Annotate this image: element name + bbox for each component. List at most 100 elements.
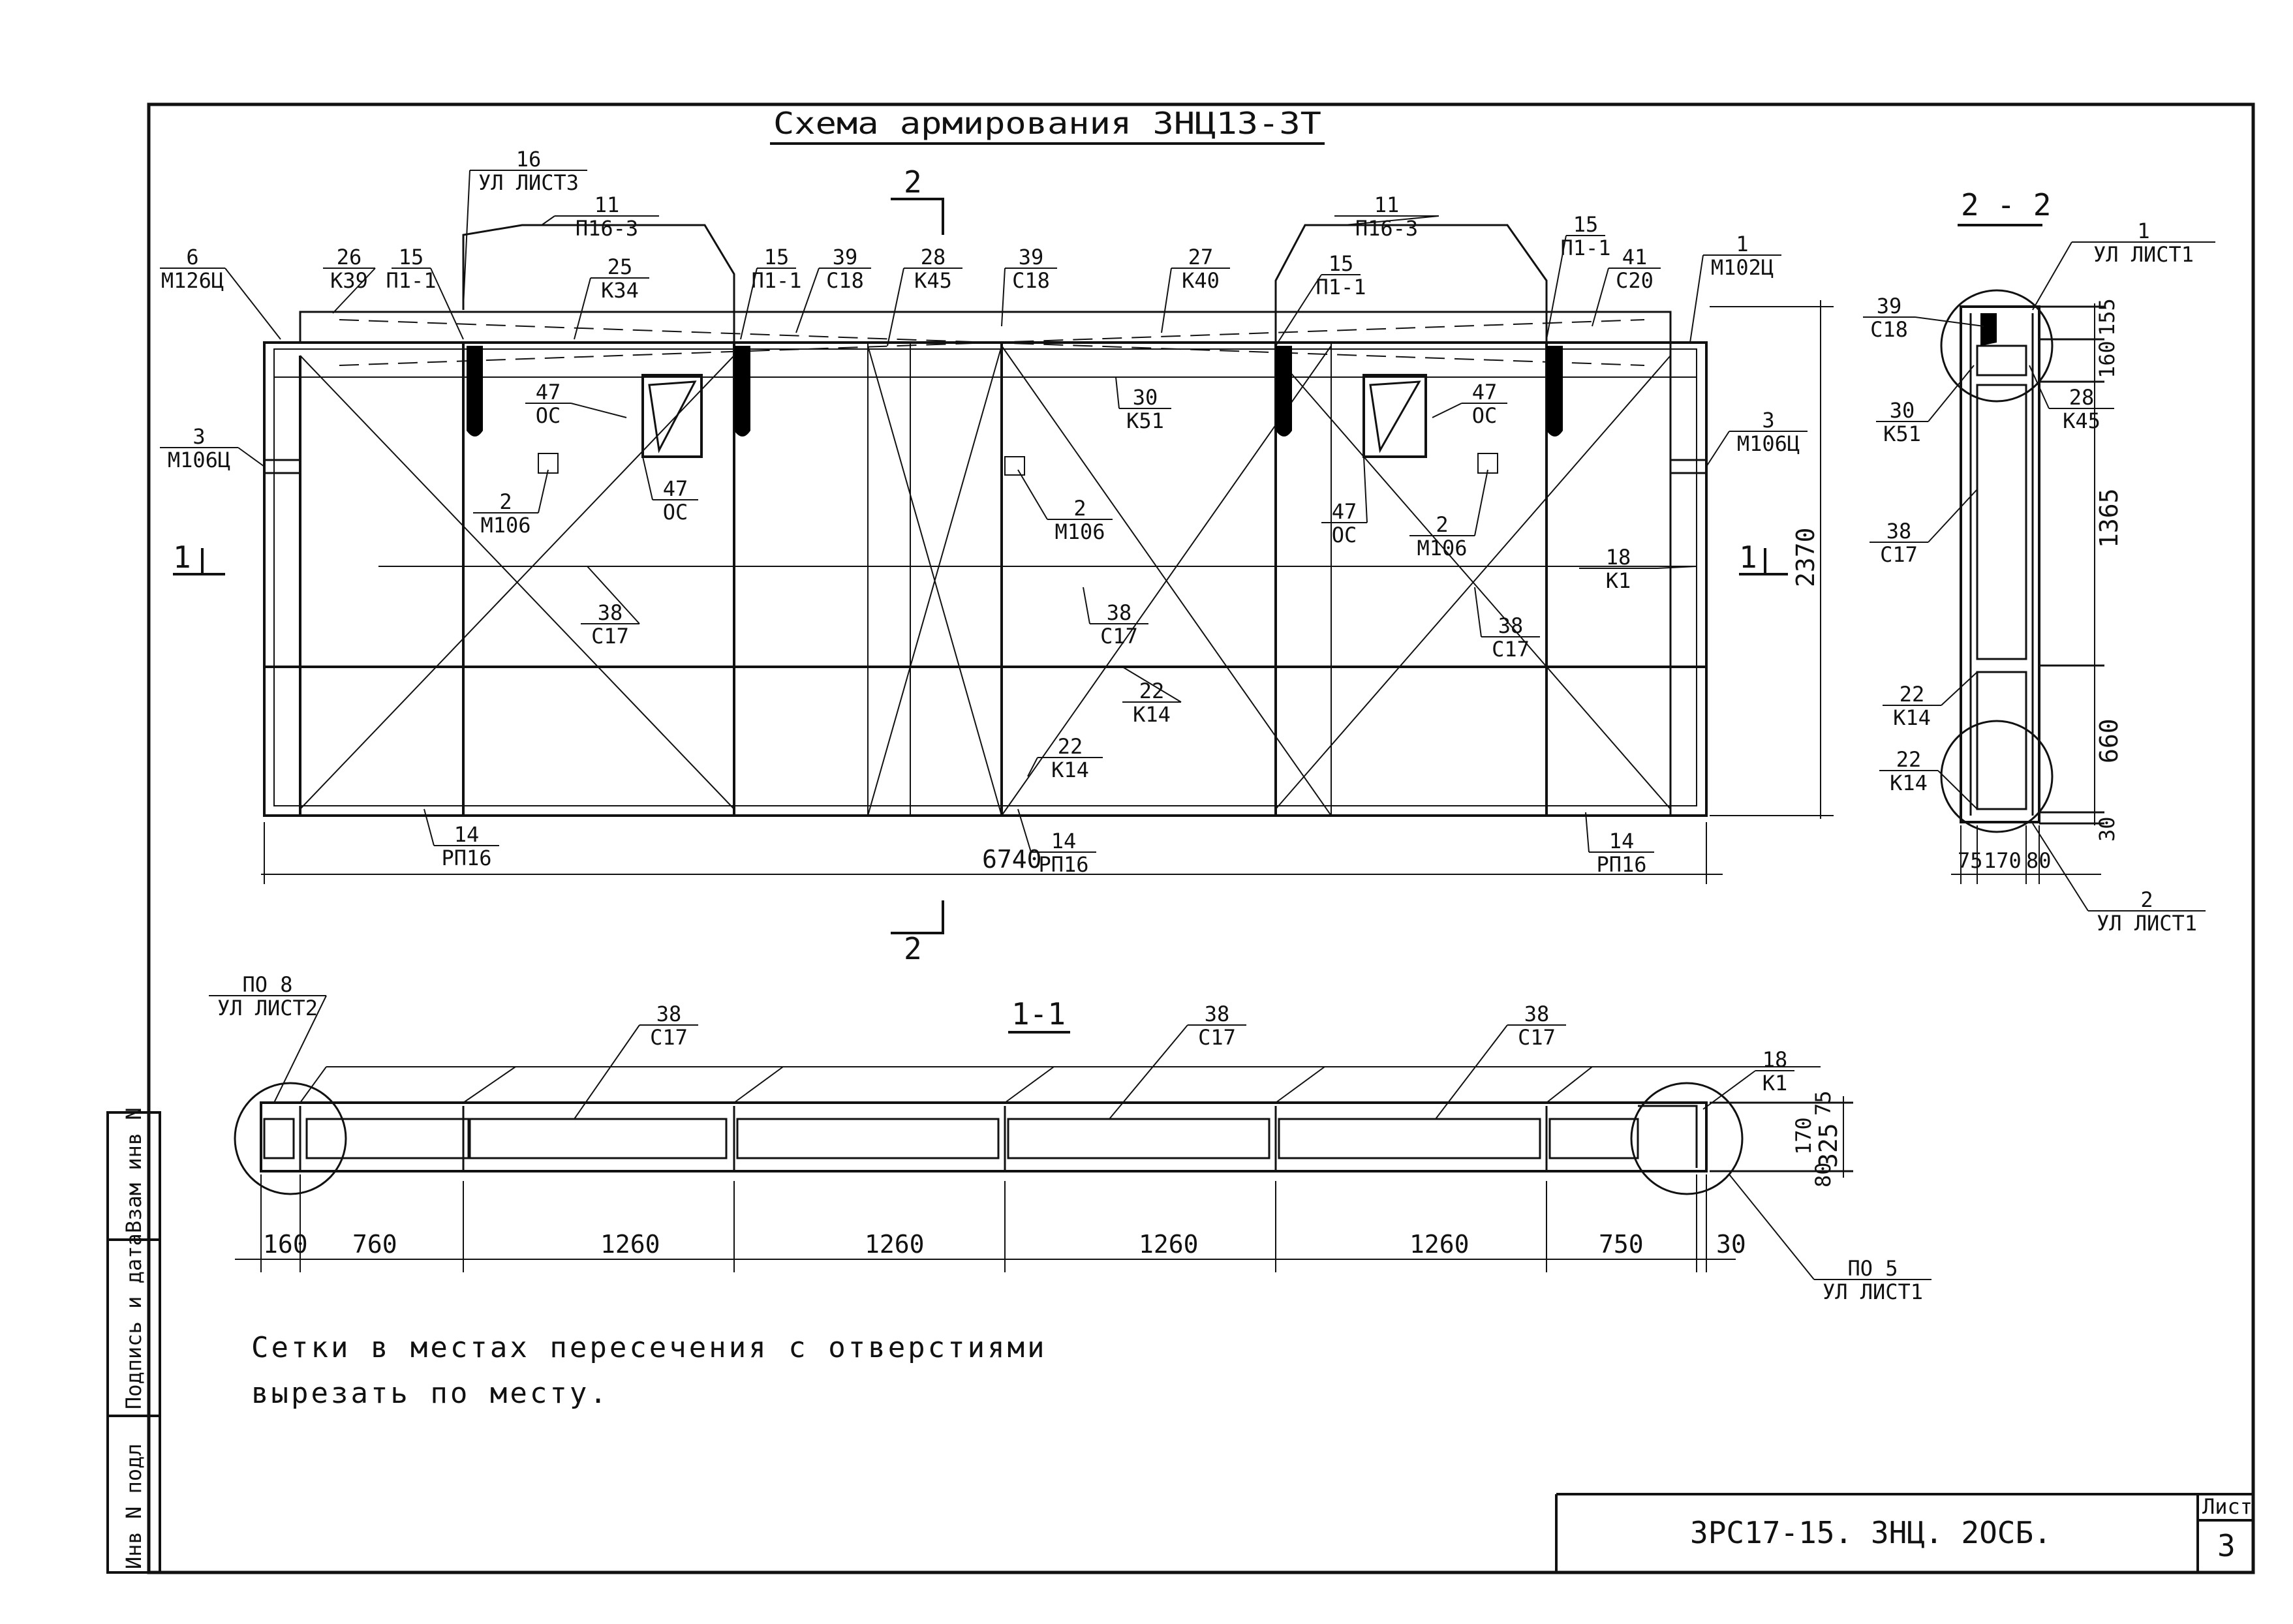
mark-number: 30 <box>1133 385 1158 410</box>
mark-number: 15 <box>1329 251 1354 276</box>
mark-code: П1-1 <box>386 268 436 293</box>
leader-line <box>1161 268 1172 333</box>
plan-dim-75: 75 <box>1811 1090 1836 1116</box>
leader-line <box>463 170 470 307</box>
leader-line <box>1585 812 1590 853</box>
mark-number: 3 <box>192 424 205 449</box>
mark-code: К51 <box>1883 421 1921 446</box>
opening-left <box>641 374 703 458</box>
mark-label: ПО 8УЛ ЛИСТ2 <box>209 972 327 1103</box>
mark-label: ПО 5УЛ ЛИСТ1 <box>1729 1174 1931 1304</box>
mark-number: 28 <box>921 245 946 269</box>
leader-line <box>1275 274 1322 346</box>
leader-line <box>795 268 820 333</box>
mark-number: 28 <box>2069 385 2095 410</box>
mark-code: М106 <box>1417 536 1467 560</box>
mark-number: 3 <box>1762 408 1774 433</box>
mark-number: ПО 5 <box>1847 1256 1898 1281</box>
mark-number: 1 <box>1736 232 1748 256</box>
leader-line <box>1546 235 1567 340</box>
plan-dim-1260a: 1260 <box>600 1230 660 1259</box>
mark-number: 30 <box>1890 398 1915 423</box>
mark-number: 47 <box>1332 499 1357 524</box>
mark-code: С18 <box>826 268 864 293</box>
s22-dim-80: 80 <box>2026 848 2052 873</box>
mark-code: К14 <box>1133 702 1171 727</box>
mark-number: 38 <box>1498 613 1524 638</box>
leader-line <box>430 268 464 340</box>
mark-code: К14 <box>1890 771 1928 795</box>
leader-line <box>224 268 281 340</box>
mark-label: 1УЛ ЛИСТ1 <box>2032 219 2215 311</box>
mark-code: РП16 <box>441 846 491 870</box>
s22-dim-75: 75 <box>1958 848 1983 873</box>
leader-line <box>1689 254 1704 343</box>
mark-number: 39 <box>833 245 858 269</box>
leader-line <box>423 808 435 846</box>
mark-number: 38 <box>656 1002 682 1026</box>
plan-dim-160: 160 <box>263 1230 308 1259</box>
leader-line <box>541 215 555 226</box>
mark-number: 22 <box>1896 747 1922 772</box>
mark-code: П16-3 <box>576 216 638 241</box>
section-2-2-dimensions: 155 160 1365 660 30 75 170 80 <box>1958 298 2123 873</box>
mark-code: М102Ц <box>1711 255 1774 280</box>
s22-dim-160: 160 <box>2095 341 2119 378</box>
leader-line <box>1001 268 1006 327</box>
leader-line <box>1915 316 1984 327</box>
leader-line <box>1928 365 1975 422</box>
mark-code: УЛ ЛИСТ1 <box>2097 911 2197 936</box>
elevation-dimensions <box>261 300 1834 884</box>
note-line-1: Сетки в местах пересечения с отверстиями <box>251 1331 1047 1364</box>
leader-line <box>1474 469 1488 536</box>
leader-line <box>1592 268 1609 327</box>
stamp-inv-podl: Инв N подл <box>121 1443 146 1569</box>
leader-line <box>1017 808 1032 853</box>
mark-number: 2 <box>2140 887 2153 912</box>
mark-number: 25 <box>608 254 633 279</box>
mark-code: ОС <box>536 403 561 428</box>
leader-line <box>2032 823 2089 912</box>
leader-line <box>1017 469 1048 520</box>
side-stamp: Инв N подл Подпись и дата Взам инв N <box>121 1107 146 1569</box>
title-block: ЗРС17-15. ЗНЦ. 2ОСБ. Лист 3 <box>1555 1493 2253 1572</box>
mark-code: С17 <box>591 624 629 649</box>
plan-dim-80: 80 <box>1811 1162 1836 1187</box>
leader-line <box>1928 489 1978 543</box>
mark-number: 14 <box>1051 829 1077 853</box>
mark-number: 38 <box>1205 1002 1230 1026</box>
mark-code: К14 <box>1051 758 1089 782</box>
mark-number: 27 <box>1188 245 1214 269</box>
mark-number: 18 <box>1762 1047 1788 1072</box>
mark-code: УЛ ЛИСТ1 <box>1823 1279 1923 1304</box>
plan-dim-30: 30 <box>1716 1230 1746 1259</box>
leader-line <box>1122 666 1182 703</box>
dim-height: 2370 <box>1791 527 1820 587</box>
